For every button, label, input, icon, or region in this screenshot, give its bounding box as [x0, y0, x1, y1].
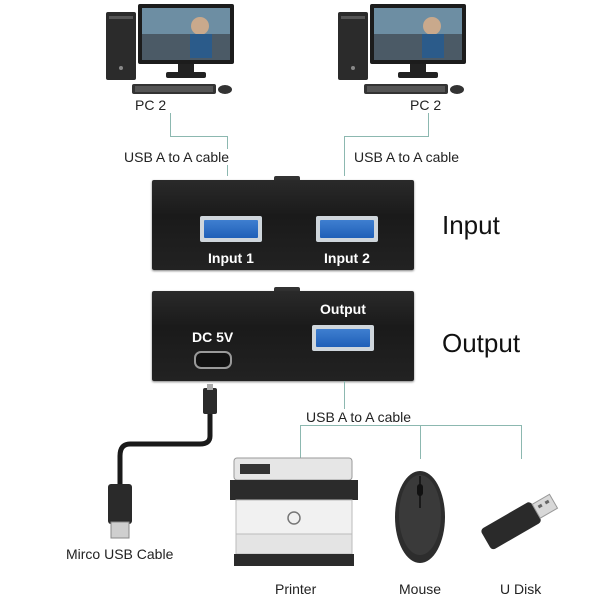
- pc-right-wire: [344, 136, 345, 176]
- keyboard-icon: [132, 84, 216, 94]
- desktop-tower-icon: [338, 12, 368, 80]
- output-wire: [521, 425, 522, 459]
- output-wire: [344, 381, 345, 426]
- pc-right-wire: [428, 113, 429, 137]
- pc-left-label: PC 2: [135, 97, 167, 113]
- switch-button[interactable]: [274, 176, 300, 182]
- usb-port-input-2[interactable]: [316, 216, 378, 242]
- switch-button[interactable]: [274, 287, 300, 293]
- printer-label: Printer: [275, 581, 317, 597]
- output-wire: [420, 425, 421, 459]
- desktop-tower-icon: [106, 12, 136, 80]
- pc-left-cable-label: USB A to A cable: [122, 149, 232, 165]
- usb-drive-icon: [481, 493, 559, 550]
- mouse-icon: [395, 471, 445, 563]
- input-2-label: Input 2: [324, 250, 370, 266]
- micro-usb-cable-icon: [108, 384, 217, 539]
- keyboard-icon: [364, 84, 448, 94]
- dc-5v-label: DC 5V: [192, 329, 234, 345]
- pc-right-wire: [344, 136, 429, 137]
- output-wire: [300, 425, 522, 426]
- input-1-label: Input 1: [208, 250, 254, 266]
- monitor-icon: [370, 4, 466, 78]
- pc-left-wire: [170, 136, 228, 137]
- mouse-small-icon: [218, 85, 232, 94]
- bottom-cable-label: USB A to A cable: [304, 409, 414, 425]
- pc-right-label: PC 2: [410, 97, 442, 113]
- mouse-small-icon: [450, 85, 464, 94]
- printer-icon: [230, 457, 358, 566]
- input-heading: Input: [442, 210, 500, 240]
- pc-left-wire: [170, 113, 171, 137]
- micro-usb-label: Mirco USB Cable: [66, 546, 174, 562]
- output-heading: Output: [442, 328, 521, 358]
- mouse-label: Mouse: [399, 581, 442, 597]
- u-disk-label: U Disk: [500, 581, 542, 597]
- output-box-body: Output DC 5V: [152, 291, 414, 381]
- output-port-label: Output: [320, 301, 366, 317]
- monitor-icon: [138, 4, 234, 78]
- micro-usb-port[interactable]: [194, 351, 232, 369]
- usb-port-input-1[interactable]: [200, 216, 262, 242]
- usb-port-output[interactable]: [312, 325, 374, 351]
- input-box-body: Input 1 Input 2: [152, 180, 414, 270]
- output-wire: [300, 425, 301, 459]
- pc-right-cable-label: USB A to A cable: [352, 149, 462, 165]
